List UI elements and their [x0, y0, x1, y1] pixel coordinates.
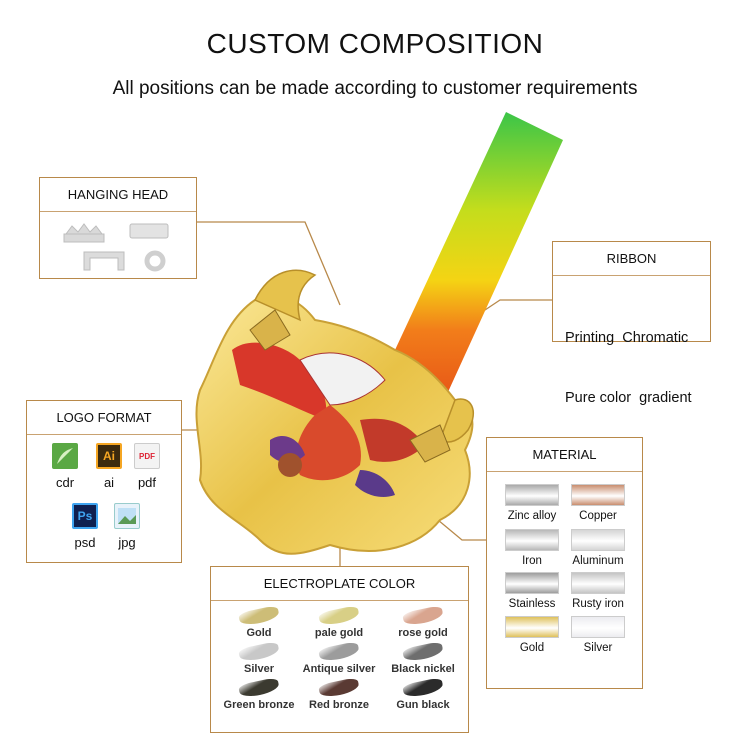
- electroplate-title: ELECTROPLATE COLOR: [211, 567, 468, 601]
- material-label: Zinc alloy: [507, 510, 557, 522]
- format-label: psd: [74, 535, 96, 550]
- electroplate-label: Black nickel: [391, 663, 455, 675]
- electroplate-swatch: [237, 604, 281, 628]
- electroplate-label: Gun black: [396, 699, 450, 711]
- electroplate-label: Green bronze: [223, 699, 295, 711]
- electroplate-label: Antique silver: [302, 663, 376, 675]
- material-swatch: [505, 616, 559, 638]
- jpg-icon: [114, 503, 140, 529]
- logo-format-panel: LOGO FORMAT cdr Ai ai PDF pdf Ps psd jpg: [26, 400, 182, 563]
- ribbon-line-1: Printing Chromatic: [565, 330, 689, 346]
- bar-loop-icon: [129, 223, 169, 239]
- format-label: cdr: [55, 475, 75, 490]
- material-label: Silver: [583, 642, 613, 654]
- electroplate-swatch: [317, 640, 361, 664]
- electroplate-swatch: [237, 676, 281, 700]
- photoshop-icon: Ps: [72, 503, 98, 529]
- electroplate-panel: ELECTROPLATE COLOR Gold pale gold rose gol…: [210, 566, 469, 733]
- material-label: Rusty iron: [572, 598, 624, 610]
- format-label: ai: [103, 475, 115, 490]
- crown-loop-icon: [63, 223, 105, 243]
- illustrator-icon: Ai: [96, 443, 122, 469]
- electroplate-swatch: [401, 604, 445, 628]
- bracket-loop-icon: [83, 251, 125, 271]
- page-title: CUSTOM COMPOSITION: [206, 28, 544, 59]
- material-label: Copper: [579, 510, 617, 522]
- format-pdf: PDF pdf: [127, 443, 167, 490]
- electroplate-label: Silver: [244, 663, 274, 675]
- material-swatch: [571, 572, 625, 594]
- format-psd: Ps psd: [65, 503, 105, 550]
- material-swatch: [505, 572, 559, 594]
- ribbon-title: RIBBON: [553, 242, 710, 276]
- pdf-icon: PDF: [134, 443, 160, 469]
- electroplate-swatch: [401, 640, 445, 664]
- material-swatch: [505, 484, 559, 506]
- logo-format-title: LOGO FORMAT: [27, 401, 181, 435]
- ribbon-line-2: Pure color gradient: [565, 390, 692, 406]
- electroplate-label: pale gold: [314, 627, 364, 639]
- coreldraw-icon: [52, 443, 78, 469]
- electroplate-swatch: [317, 604, 361, 628]
- electroplate-label: Gold: [246, 627, 272, 639]
- format-label: jpg: [118, 535, 136, 550]
- material-title: MATERIAL: [487, 438, 642, 472]
- material-swatch: [571, 484, 625, 506]
- material-label: Gold: [519, 642, 545, 654]
- material-swatch: [571, 529, 625, 551]
- material-label: Stainless: [508, 598, 556, 610]
- material-label: Iron: [522, 555, 542, 567]
- material-label: Aluminum: [572, 555, 624, 567]
- electroplate-label: Red bronze: [309, 699, 369, 711]
- ribbon-panel: RIBBON Printing Chromatic Pure color gra…: [552, 241, 711, 406]
- ring-loop-icon: [144, 250, 166, 272]
- material-swatch: [571, 616, 625, 638]
- ribbon-graphic: [388, 112, 563, 392]
- electroplate-swatch: [237, 640, 281, 664]
- electroplate-swatch: [317, 676, 361, 700]
- format-jpg: jpg: [107, 503, 147, 550]
- hanging-head-panel: HANGING HEAD: [39, 177, 197, 279]
- page-subtitle: All positions can be made according to c…: [112, 78, 638, 99]
- hanging-head-title: HANGING HEAD: [40, 178, 196, 212]
- hanging-head-icons: [63, 223, 169, 272]
- electroplate-swatch: [401, 676, 445, 700]
- bull-medal-graphic: [195, 269, 474, 555]
- format-ai: Ai ai: [89, 443, 129, 490]
- format-label: pdf: [137, 475, 157, 490]
- material-swatch: [505, 529, 559, 551]
- format-cdr: cdr: [45, 443, 85, 490]
- electroplate-label: rose gold: [398, 627, 448, 639]
